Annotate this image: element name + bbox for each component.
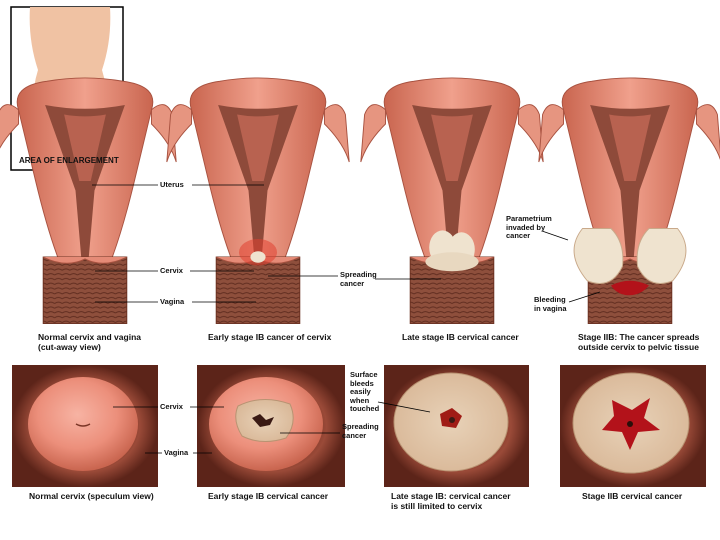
- uterus-stage-iib: [539, 78, 720, 324]
- caption-bottom-3: Late stage IB: cervical cancer is still …: [391, 491, 516, 511]
- label-parametrium: Parametrium invaded by cancer: [506, 215, 556, 241]
- caption-bottom-1: Normal cervix (speculum view): [29, 491, 169, 501]
- label-cervix-bottom: Cervix: [160, 403, 183, 412]
- speculum-normal: [12, 365, 158, 487]
- speculum-stage-iib: [560, 365, 706, 487]
- label-vagina-top: Vagina: [160, 298, 184, 307]
- caption-top-2: Early stage IB cancer of cervix: [208, 332, 338, 342]
- label-cervix-top: Cervix: [160, 267, 183, 276]
- label-spreading-cancer-top: Spreading cancer: [340, 271, 380, 288]
- caption-bottom-4: Stage IIB cervical cancer: [582, 491, 712, 501]
- uterus-early-ib: [167, 78, 349, 324]
- inset-caption: AREA OF ENLARGEMENT: [19, 156, 119, 166]
- uterus-normal: [0, 78, 176, 324]
- caption-top-1: Normal cervix and vagina (cut-away view): [38, 332, 148, 352]
- speculum-early-ib: [197, 365, 345, 487]
- caption-bottom-2: Early stage IB cervical cancer: [208, 491, 348, 501]
- label-vagina-bottom: Vagina: [164, 449, 188, 458]
- caption-top-3: Late stage IB cervical cancer: [402, 332, 522, 342]
- speculum-late-ib: [384, 365, 529, 487]
- uterus-late-ib: [361, 78, 543, 324]
- label-surface-bleeds: Surface bleeds easily when touched: [350, 371, 384, 414]
- label-bleeding: Bleeding in vagina: [534, 296, 574, 313]
- caption-top-4: Stage IIB: The cancer spreads outside ce…: [578, 332, 708, 352]
- label-uterus: Uterus: [160, 181, 184, 190]
- label-spreading-cancer-bottom: Spreading cancer: [342, 423, 382, 440]
